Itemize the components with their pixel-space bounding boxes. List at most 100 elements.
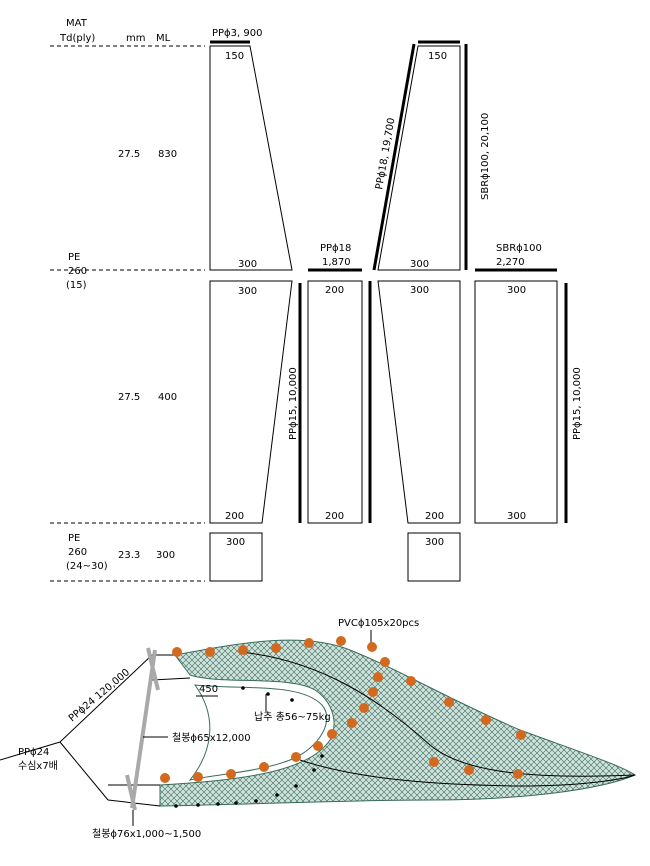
warp-lower [59,741,109,801]
square-bottom-panel [407,532,461,582]
float [160,773,170,783]
wing-lower-top-width: 300 [238,286,257,297]
spacing-label: 450 [199,684,218,695]
section3-name-2: 260 [68,547,87,558]
float [373,672,383,682]
float [238,645,248,655]
steel-pipe-bottom [125,774,137,811]
float [259,762,269,772]
section1-ml: 830 [158,149,177,160]
steel-pipe [130,649,157,809]
warp-label: PPϕ24 120,000 [67,667,132,724]
bridle-label-2: 수심x7배 [18,760,58,772]
float [205,647,215,657]
section2-mm: 27.5 [118,392,140,403]
float [304,638,314,648]
float [429,757,439,767]
float [359,703,369,713]
sinker [320,754,324,758]
float [444,697,454,707]
float [464,765,474,775]
wing-bottom-panel [209,532,263,582]
float [226,769,236,779]
bottom-pipe-label: 철봉ϕ76x1,000~1,500 [92,828,201,840]
header-td: Td(ply) [59,33,95,44]
belly-a-top: 200 [325,285,344,296]
float [336,636,346,646]
sinker [196,803,200,807]
float [516,730,526,740]
header-mm: mm [126,33,145,44]
net-seam-upper [239,651,636,777]
sinker [275,793,279,797]
sinker [174,804,178,808]
square-upper-panel [377,45,461,271]
sinker [294,784,298,788]
section3-mm: 23.3 [118,550,140,561]
belly-b-top: 300 [507,285,526,296]
sinker [266,692,270,696]
belly-a-panel [307,280,363,524]
float [172,647,182,657]
wing-bottom-width: 300 [226,537,245,548]
float [368,687,378,697]
header-ml: ML [156,33,171,44]
pipe-label: 철봉ϕ65x12,000 [172,732,251,744]
section3-ml: 300 [156,550,175,561]
float [380,657,390,667]
warp-upper-3 [151,677,191,681]
wing-upper-top-width: 150 [225,51,244,62]
section2-name-2: 260 [68,266,87,277]
section2-name-1: PE [68,252,80,263]
float [513,769,523,779]
float [481,715,491,725]
sinker-label: 납추 총56~75kg [254,711,331,723]
wing-upper-panel [209,45,293,271]
float [327,729,337,739]
sinker [234,801,238,805]
square-upper-top-width: 150 [428,51,447,62]
sbr100-value: 2,270 [496,257,525,268]
float [367,642,377,652]
wing-upper-bottom-width: 300 [238,259,257,270]
section3-name-1: PE [68,533,80,544]
net-body [159,639,637,807]
header-mat: MAT [66,18,88,29]
float [291,752,301,762]
headrope-top-label: PPϕ3, 900 [212,28,262,39]
sbr-vertical-label: SBRϕ100, 20,100 [480,113,491,200]
sinker [216,802,220,806]
bridle-main [0,741,61,761]
section2-name-3: (15) [66,280,87,291]
sinkers [174,686,324,808]
bridle-label-1: PPϕ24 [18,747,49,758]
pp18-label: PPϕ18 [320,243,351,254]
float [313,741,323,751]
sinker [241,686,245,690]
square-upper-bottom-width: 300 [410,259,429,270]
pp15-right-label: PPϕ15, 10,000 [572,367,583,440]
float-label: PVCϕ105x20pcs [338,618,419,629]
section1-mm: 27.5 [118,149,140,160]
bosom-rope [372,43,416,271]
net-seam-lower [299,759,636,787]
steel-pipe-top [146,647,160,691]
square-lower-bottom-width: 200 [425,511,444,522]
square-lower-top-width: 300 [410,285,429,296]
sinker [312,768,316,772]
float [193,772,203,782]
sinker [290,698,294,702]
belly-a-bottom: 200 [325,511,344,522]
pp18-value: 1,870 [322,257,351,268]
float [271,643,281,653]
float [406,676,416,686]
float [347,718,357,728]
square-bottom-width: 300 [425,537,444,548]
sinker [254,799,258,803]
belly-b-panel [474,280,558,524]
wing-lower-panel [209,280,293,524]
floats [160,636,526,783]
pp15-left-label: PPϕ15, 10,000 [288,367,299,440]
square-lower-panel [377,280,461,524]
